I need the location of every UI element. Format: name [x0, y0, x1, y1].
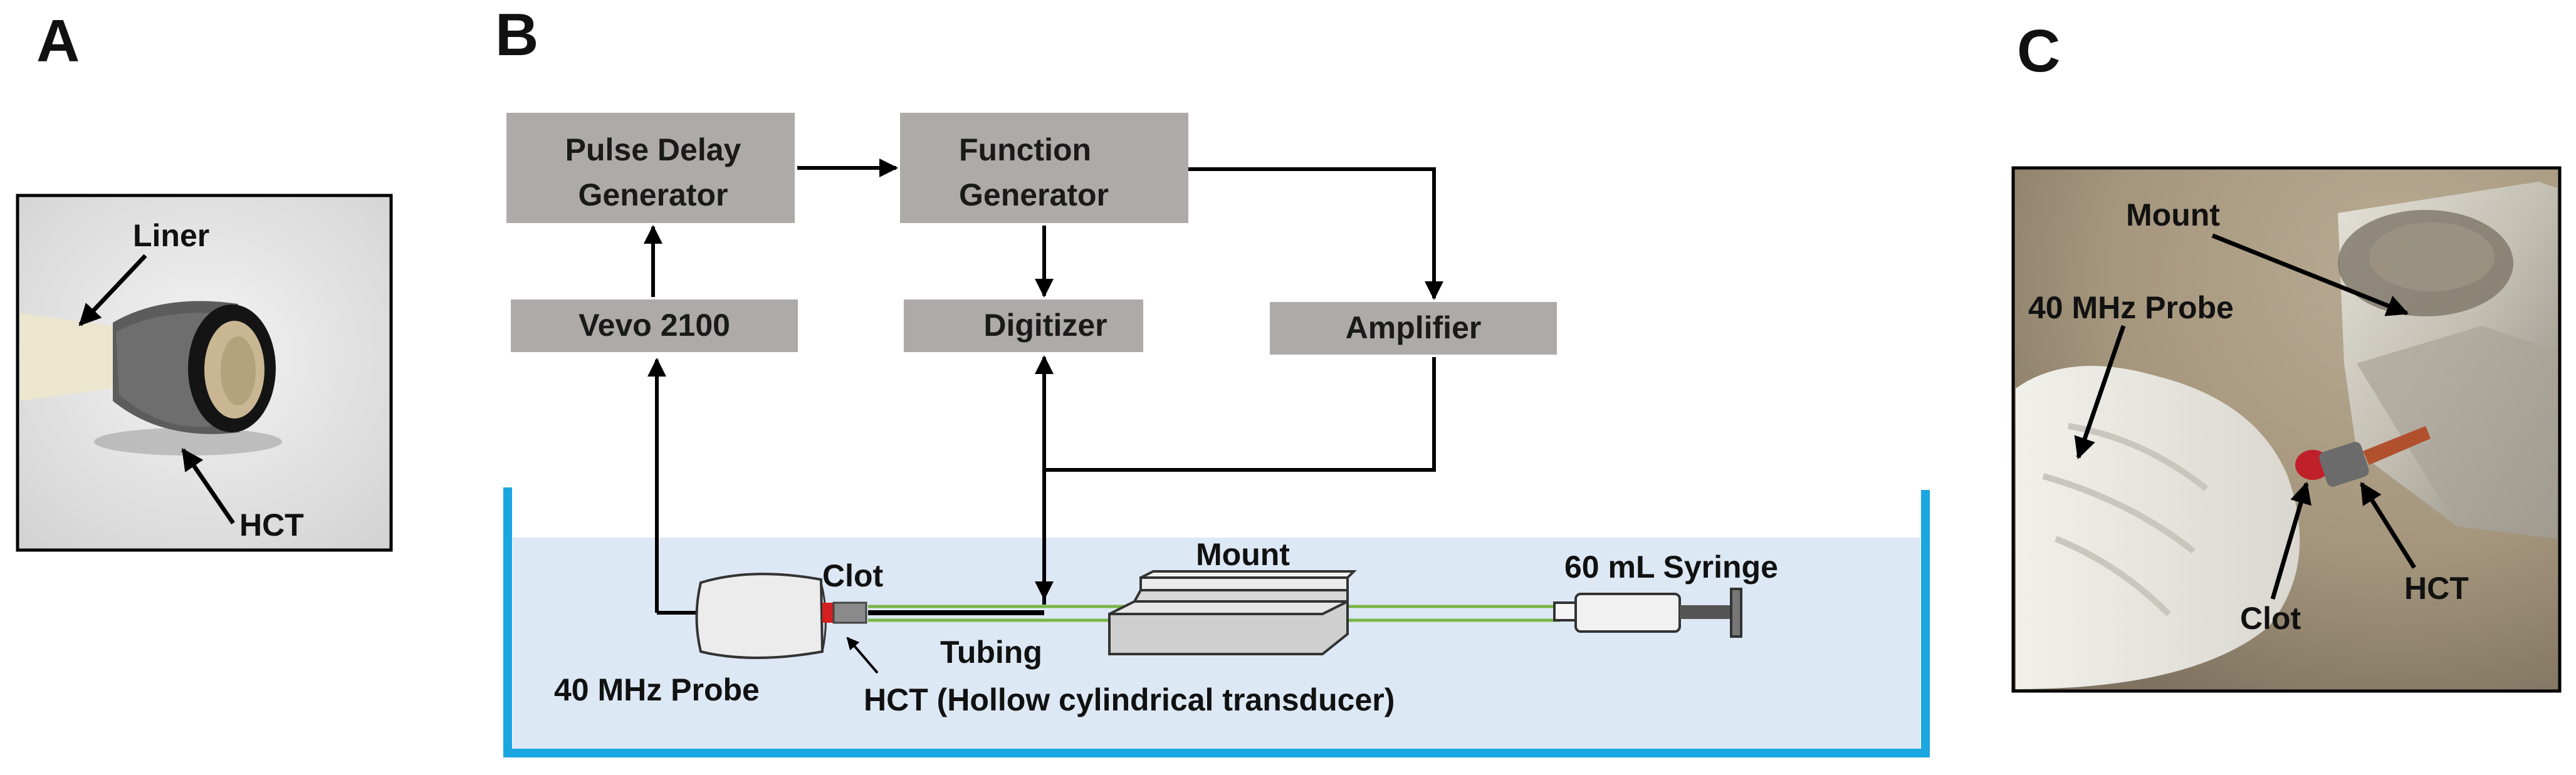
label-clot-b: Clot [822, 558, 884, 593]
hct-shadow [94, 428, 282, 455]
arrow-liner [78, 254, 147, 326]
label-mount-b: Mount [1196, 537, 1290, 572]
arrow-hct-b [846, 637, 879, 674]
label-tubing: Tubing [940, 635, 1042, 670]
label-hct-c: HCT [2404, 571, 2469, 606]
label-probe-c: 40 MHz Probe [2028, 290, 2234, 325]
panel-c-photo [2011, 166, 2562, 693]
block-pulse-delay-generator: Pulse Delay Generator [506, 113, 795, 223]
signal-lines [644, 159, 1443, 615]
line-amplifier-feed [1044, 357, 1436, 472]
label-clot-c: Clot [2240, 601, 2301, 636]
panel-a-photo [16, 194, 393, 552]
label-mount-c: Mount [2126, 197, 2220, 232]
arrow-mount-c [2211, 233, 2409, 316]
liner-tube [20, 313, 113, 401]
label-probe-b: 40 MHz Probe [554, 672, 760, 707]
amplifier-label: Amplifier [1346, 310, 1482, 345]
syringe-b [1553, 588, 1742, 638]
pulse-delay-line1: Pulse Delay [565, 132, 741, 167]
label-hct-a: HCT [239, 507, 304, 543]
panel-a: A Liner HCT [16, 8, 393, 552]
arrow-function-to-amplifier [1188, 167, 1443, 300]
function-gen-line2: Generator [959, 177, 1109, 212]
label-syringe: 60 mL Syringe [1564, 549, 1778, 585]
block-digitizer: Digitizer [904, 299, 1143, 352]
arrow-probe-c [2074, 325, 2126, 460]
block-vevo-2100: Vevo 2100 [511, 299, 798, 352]
arrow-clot-c [2270, 481, 2312, 600]
arrow-hct-c [2360, 482, 2416, 569]
label-hct-b: HCT (Hollow cylindrical transducer) [864, 682, 1395, 717]
panel-c: C Mount 40 MHz Probe Clot HCT [2011, 18, 2562, 693]
panel-a-letter: A [36, 8, 80, 75]
vevo-label: Vevo 2100 [579, 308, 730, 343]
mount-b [1108, 570, 1357, 655]
probe-b [695, 573, 827, 659]
function-gen-line1: Function [959, 132, 1091, 167]
panel-b-letter: B [495, 1, 538, 68]
water-tank [503, 487, 1930, 757]
block-function-generator: Function Generator [900, 113, 1188, 223]
label-liner: Liner [133, 218, 209, 253]
clot-b [822, 603, 834, 623]
panel-c-letter: C [2017, 18, 2060, 85]
arrow-hct-a [181, 448, 235, 524]
hct-c [2319, 442, 2369, 487]
pulse-delay-line2: Generator [579, 177, 728, 212]
block-amplifier: Amplifier [1270, 302, 1557, 355]
digitizer-label: Digitizer [983, 308, 1107, 343]
panel-b: B Pulse Delay Generator Function Generat… [495, 1, 1930, 757]
hct-b [832, 601, 867, 624]
